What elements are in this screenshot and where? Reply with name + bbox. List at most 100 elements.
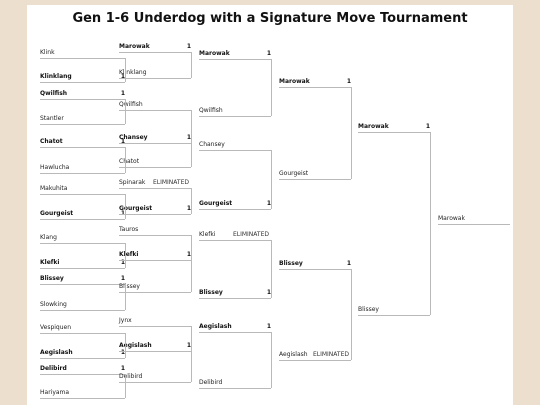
slot-underline bbox=[40, 358, 125, 359]
competitor-name: Aegislash bbox=[279, 351, 308, 358]
slot-underline bbox=[358, 315, 430, 316]
competitor-name: Gourgeist bbox=[279, 170, 309, 177]
bracket-connector bbox=[191, 351, 192, 382]
match-score: 1 bbox=[120, 349, 125, 356]
slot-underline bbox=[199, 209, 271, 210]
match-score: 1 bbox=[425, 123, 430, 130]
bracket-slot: Hariyama bbox=[40, 388, 125, 399]
bracket-slot: Marowak 1 bbox=[358, 122, 430, 133]
competitor-name: Aegislash bbox=[119, 342, 152, 349]
match-score: 1 bbox=[120, 275, 125, 282]
competitor-name: Qwilfish bbox=[119, 101, 143, 108]
bracket-slot: Makuhita bbox=[40, 184, 125, 195]
competitor-name: Chatot bbox=[40, 138, 63, 145]
slot-underline bbox=[40, 333, 125, 334]
bracket-connector bbox=[191, 326, 192, 351]
match-score: 1 bbox=[186, 43, 191, 50]
bracket-connector bbox=[191, 143, 192, 167]
competitor-name: Gourgeist bbox=[119, 205, 153, 212]
slot-underline bbox=[119, 167, 191, 168]
bracket-connector bbox=[351, 269, 352, 360]
competitor-name: Delibird bbox=[40, 365, 67, 372]
bracket-connector bbox=[191, 260, 192, 292]
bracket-slot: Marowak 1 bbox=[119, 42, 191, 53]
bracket-slot: Qwilfish bbox=[119, 100, 191, 111]
bracket-slot: Jynx bbox=[119, 316, 191, 327]
slot-underline bbox=[119, 214, 191, 215]
slot-underline bbox=[40, 219, 125, 220]
competitor-name: Klinklang bbox=[119, 69, 147, 76]
slot-underline bbox=[119, 143, 191, 144]
slot-underline bbox=[358, 132, 430, 133]
eliminated-note: ELIMINATED bbox=[232, 231, 269, 238]
bracket-slot: Vespiquen bbox=[40, 323, 125, 334]
slot-underline bbox=[119, 110, 191, 111]
slot-underline bbox=[40, 374, 125, 375]
match-score: 1 bbox=[266, 200, 271, 207]
match-score: 1 bbox=[186, 134, 191, 141]
slot-underline bbox=[279, 179, 351, 180]
match-score: 1 bbox=[346, 78, 351, 85]
bracket-slot: Chatot bbox=[119, 157, 191, 168]
slot-underline bbox=[119, 188, 191, 189]
slot-underline bbox=[40, 268, 125, 269]
bracket-slot: Tauros bbox=[119, 225, 191, 236]
bracket-slot: Blissey bbox=[358, 305, 430, 316]
competitor-name: Marowak bbox=[358, 123, 389, 130]
competitor-name: Klefki bbox=[199, 231, 216, 238]
competitor-name: Chansey bbox=[199, 141, 225, 148]
bracket-connector bbox=[191, 235, 192, 260]
competitor-name: Gourgeist bbox=[40, 210, 74, 217]
competitor-name: Klefki bbox=[119, 251, 139, 258]
competitor-name: Aegislash bbox=[40, 349, 73, 356]
slot-underline bbox=[279, 87, 351, 88]
competitor-name: Klang bbox=[40, 234, 57, 241]
bracket-slot: Hawlucha bbox=[40, 163, 125, 174]
competitor-name: Marowak bbox=[199, 50, 230, 57]
match-score: 1 bbox=[120, 90, 125, 97]
competitor-name: Blissey bbox=[40, 275, 64, 282]
bracket-connector bbox=[125, 243, 126, 268]
slot-underline bbox=[438, 224, 510, 225]
bracket-connector bbox=[271, 332, 272, 388]
match-score: 1 bbox=[186, 342, 191, 349]
bracket-connector bbox=[271, 240, 272, 298]
slot-underline bbox=[40, 58, 125, 59]
slot-underline bbox=[40, 82, 125, 83]
match-score: 1 bbox=[266, 323, 271, 330]
match-score: 1 bbox=[120, 259, 125, 266]
bracket-slot: Qwilfish bbox=[199, 106, 271, 117]
slot-underline bbox=[40, 147, 125, 148]
slot-underline bbox=[199, 116, 271, 117]
bracket-slot: Aegislash 1 bbox=[119, 341, 191, 352]
slot-underline bbox=[40, 194, 125, 195]
slot-underline bbox=[40, 243, 125, 244]
match-score: 1 bbox=[121, 209, 125, 219]
bracket-connector bbox=[125, 284, 126, 310]
slot-underline bbox=[199, 298, 271, 299]
competitor-name: Stantler bbox=[40, 115, 64, 122]
bracket-connector bbox=[125, 147, 126, 173]
bracket-connector bbox=[125, 99, 126, 124]
bracket-slot: Klang bbox=[40, 233, 125, 244]
competitor-name: Qwilfish bbox=[199, 107, 223, 114]
slot-underline bbox=[40, 124, 125, 125]
bracket-slot: Klefki ELIMINATED bbox=[199, 230, 271, 241]
competitor-name: Blissey bbox=[358, 306, 379, 313]
slot-underline bbox=[40, 398, 125, 399]
competitor-name: Marowak bbox=[119, 43, 150, 50]
bracket-slot: Delibird bbox=[119, 372, 191, 383]
bracket-slot: Aegislash 1 bbox=[40, 348, 125, 359]
bracket-slot: Blissey bbox=[119, 282, 191, 293]
competitor-name: Blissey bbox=[119, 283, 140, 290]
